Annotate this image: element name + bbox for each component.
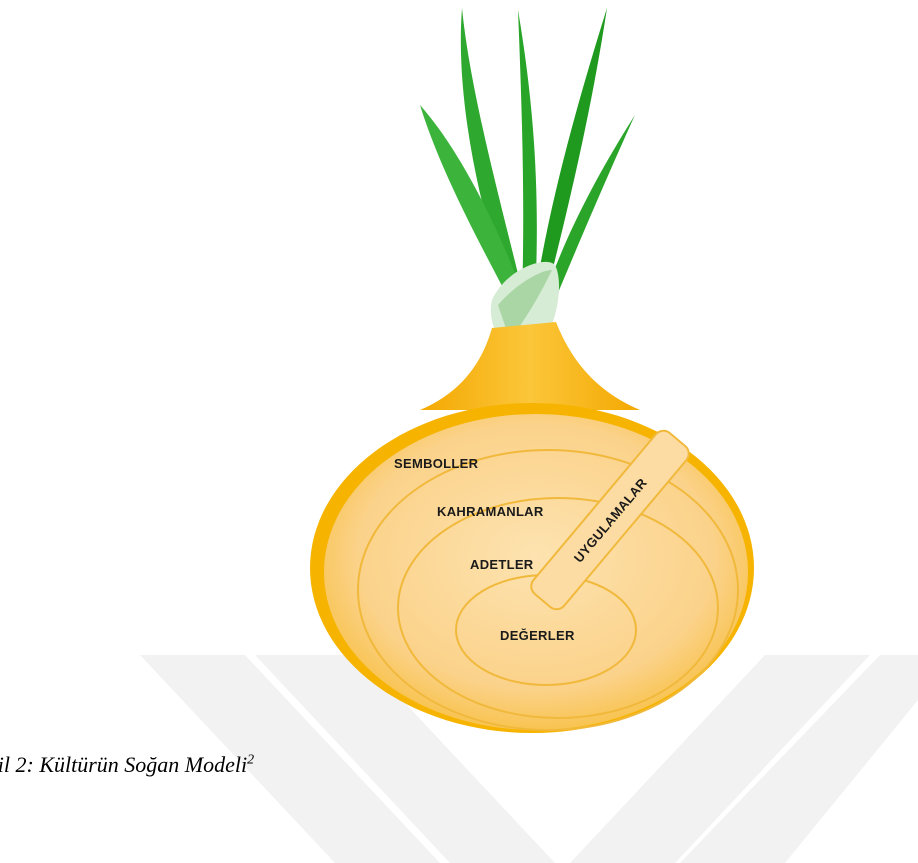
layer-label-degerler: DEĞERLER	[500, 628, 575, 643]
figure-caption: kil 2: Kültürün Soğan Modeli2	[0, 752, 254, 778]
caption-text: kil 2: Kültürün Soğan Modeli	[0, 752, 247, 777]
layer-label-kahramanlar: KAHRAMANLAR	[437, 504, 544, 519]
caption-footnote: 2	[247, 753, 254, 768]
layer-label-semboller: SEMBOLLER	[394, 456, 479, 471]
onion-neck	[420, 322, 640, 410]
leaf	[518, 10, 537, 300]
layer-label-adetler: ADETLER	[470, 557, 534, 572]
onion-stalk	[420, 8, 635, 345]
